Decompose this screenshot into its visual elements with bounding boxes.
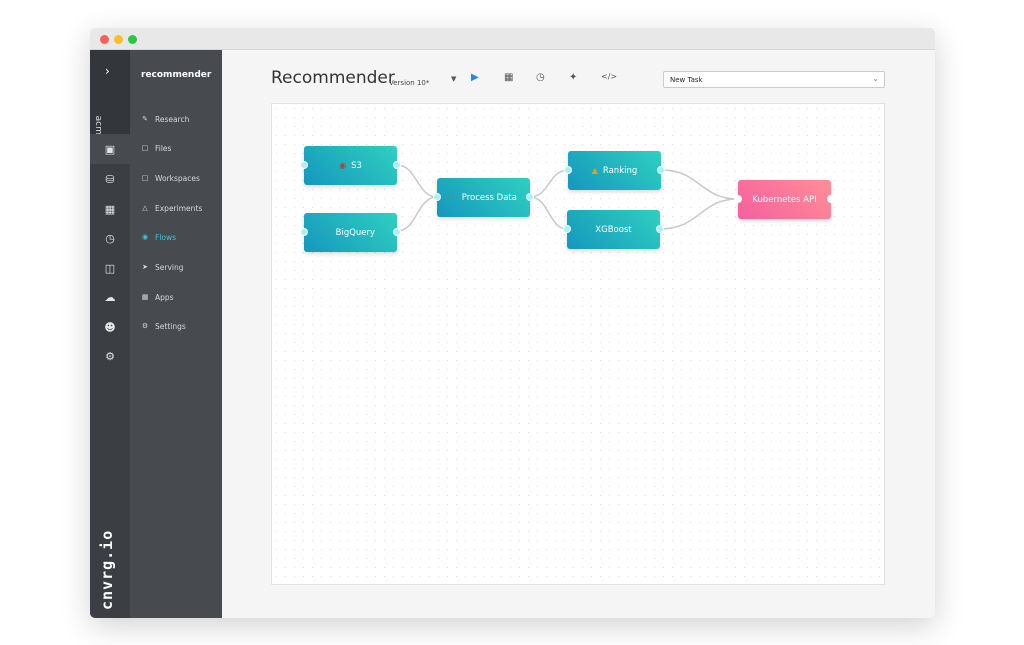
node-label: Ranking: [602, 165, 638, 176]
nav-label: Flows: [155, 232, 177, 242]
brand-logo: cnvrg.io: [98, 529, 116, 610]
project-name: recommender: [141, 70, 212, 80]
process-icon: ↥: [450, 193, 457, 202]
node-label: Process Data: [461, 192, 517, 203]
flow-node-ranking[interactable]: ▲ Ranking: [564, 151, 665, 190]
output-port[interactable]: [393, 228, 401, 236]
chevron-right-icon[interactable]: ›: [105, 64, 110, 78]
nav-item-serving[interactable]: ➤ Serving: [141, 260, 184, 274]
minimize-window-button[interactable]: [114, 35, 123, 44]
input-port[interactable]: [563, 225, 571, 233]
icon-rail: › acme ▣ ⛁ ▦ ◷ ◫ ☁ ☻ ⚙ cnvrg.io: [90, 50, 130, 618]
org-switcher[interactable]: › acme: [90, 50, 130, 140]
project-nav: recommender ✎ Research □ Files □ Workspaces…: [130, 50, 222, 618]
save-icon[interactable]: ▦: [504, 72, 514, 83]
magic-wand-icon[interactable]: ✦: [569, 72, 578, 83]
research-icon: ✎: [142, 115, 148, 123]
version-label: Version 10*: [389, 79, 430, 87]
flask-icon: △: [142, 204, 148, 212]
projects-icon[interactable]: ▣: [90, 134, 130, 164]
members-icon[interactable]: ☻: [104, 320, 116, 334]
s3-icon: ◉: [339, 161, 347, 170]
nav-label: Files: [155, 143, 172, 153]
settings-cog-icon[interactable]: ⚙: [105, 349, 115, 363]
node-label: Kubernetes API: [752, 194, 817, 205]
nav-item-files[interactable]: □ Files: [141, 141, 172, 155]
code-icon[interactable]: </>: [601, 72, 618, 81]
nav-label: Workspaces: [155, 173, 200, 183]
flows-icon: ◉: [141, 233, 149, 241]
nav-item-research[interactable]: ✎ Research: [141, 112, 189, 126]
gear-icon: ⚙: [141, 322, 149, 330]
history-icon[interactable]: ◷: [536, 72, 545, 83]
nav-item-experiments[interactable]: △ Experiments: [141, 201, 202, 215]
library-icon[interactable]: ▦: [104, 202, 116, 216]
input-port[interactable]: [300, 161, 308, 169]
nav-label: Research: [155, 114, 190, 124]
title-bar: [90, 28, 935, 50]
run-flow-button[interactable]: ▶: [471, 72, 479, 83]
nav-item-flows[interactable]: ◉ Flows: [141, 230, 176, 244]
chevron-down-icon: ⌄: [872, 74, 879, 83]
task-select[interactable]: New Task ⌄: [663, 71, 885, 88]
flow-node-process-data[interactable]: ↥ Process Data: [433, 178, 534, 217]
nav-label: Apps: [155, 292, 174, 302]
output-port[interactable]: [657, 166, 665, 174]
containers-icon[interactable]: ◫: [104, 261, 116, 275]
nav-label: Settings: [155, 321, 186, 331]
node-label: S3: [351, 160, 362, 171]
workspace-icon: □: [141, 174, 149, 182]
output-port[interactable]: [526, 193, 534, 201]
grid-icon: ▦: [141, 293, 149, 301]
output-port[interactable]: [656, 225, 664, 233]
nav-item-settings[interactable]: ⚙ Settings: [141, 319, 186, 333]
app-window: › acme ▣ ⛁ ▦ ◷ ◫ ☁ ☻ ⚙ cnvrg.io recommen…: [90, 28, 935, 618]
flow-node-s3[interactable]: ◉ S3: [300, 146, 401, 185]
nav-item-apps[interactable]: ▦ Apps: [141, 290, 174, 304]
dashboard-icon[interactable]: ◷: [105, 231, 115, 245]
flow-node-kubernetes-api[interactable]: Kubernetes API: [734, 180, 835, 219]
flow-node-xgboost[interactable]: XGBoost: [563, 210, 664, 249]
file-icon: □: [141, 144, 149, 152]
cloud-icon[interactable]: ☁: [104, 290, 116, 304]
task-select-value: New Task: [670, 76, 703, 84]
flow-node-bigquery[interactable]: • BigQuery: [300, 213, 401, 252]
datasets-icon[interactable]: ⛁: [105, 172, 115, 186]
maximize-window-button[interactable]: [128, 35, 137, 44]
ranking-icon: ▲: [591, 166, 598, 175]
input-port[interactable]: [734, 195, 742, 203]
output-port[interactable]: [393, 161, 401, 169]
version-dropdown-caret-icon[interactable]: ▼: [451, 75, 457, 83]
rocket-icon: ➤: [142, 263, 148, 271]
input-port[interactable]: [564, 166, 572, 174]
bigquery-icon: •: [325, 228, 331, 237]
input-port[interactable]: [433, 193, 441, 201]
nav-label: Experiments: [155, 203, 203, 213]
nav-item-workspaces[interactable]: □ Workspaces: [141, 171, 200, 185]
node-label: BigQuery: [335, 227, 376, 238]
close-window-button[interactable]: [100, 35, 109, 44]
node-label: XGBoost: [595, 224, 632, 235]
nav-label: Serving: [155, 262, 184, 272]
output-port[interactable]: [827, 195, 835, 203]
page-title: Recommender: [271, 68, 395, 88]
input-port[interactable]: [300, 228, 308, 236]
